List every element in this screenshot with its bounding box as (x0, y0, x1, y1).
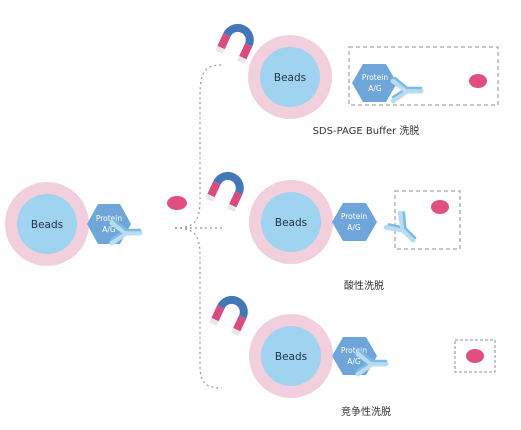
antigen (466, 349, 484, 363)
method-caption: 酸性洗脱 (344, 279, 384, 292)
bead-label: Beads (275, 217, 307, 229)
method-sds-page: Beads Protein A/G SDS-PAGE Buffer 洗脱 (215, 22, 499, 137)
antibody (386, 211, 422, 247)
connector-top (174, 64, 223, 229)
source-antigen (167, 196, 187, 210)
protein-label-2: A/G (347, 223, 361, 232)
source-protein-label-2: A/G (102, 225, 116, 234)
magnet-icon (215, 22, 257, 64)
dashed-box (348, 46, 499, 106)
protein-ag (332, 337, 377, 375)
method-caption: SDS-PAGE Buffer 洗脱 (313, 124, 420, 137)
protein-ag (332, 203, 377, 241)
bead-inner (261, 326, 321, 386)
protein-label: Protein (362, 73, 389, 82)
dashed-box (394, 190, 461, 250)
source-bead-label: Beads (31, 219, 63, 231)
method-competitive: Beads Protein A/G 竞争性洗脱 (209, 294, 496, 418)
protein-label: Protein (341, 212, 368, 221)
dashed-box (454, 339, 496, 373)
protein-label-2: A/G (347, 357, 361, 366)
protein-ag (352, 64, 397, 102)
antibody (393, 78, 421, 101)
protein-label: Protein (341, 346, 368, 355)
antigen (469, 74, 487, 88)
source-protein-ag (87, 204, 131, 244)
bead-label: Beads (275, 351, 307, 363)
antigen (431, 200, 449, 214)
source-protein-label: Protein (96, 214, 123, 223)
connector-bottom (174, 227, 223, 389)
method-caption: 竞争性洗脱 (341, 405, 391, 418)
source-complex: Beads Protein A/G (5, 182, 187, 266)
bead-inner (260, 47, 320, 107)
method-acid: Beads Protein A/G 酸性洗脱 (205, 170, 461, 292)
bead-inner (261, 192, 321, 252)
magnet-icon (209, 294, 251, 336)
magnet-icon (205, 170, 247, 212)
bead-label: Beads (274, 72, 306, 84)
protein-label-2: A/G (368, 84, 382, 93)
source-bead-inner (17, 194, 77, 254)
